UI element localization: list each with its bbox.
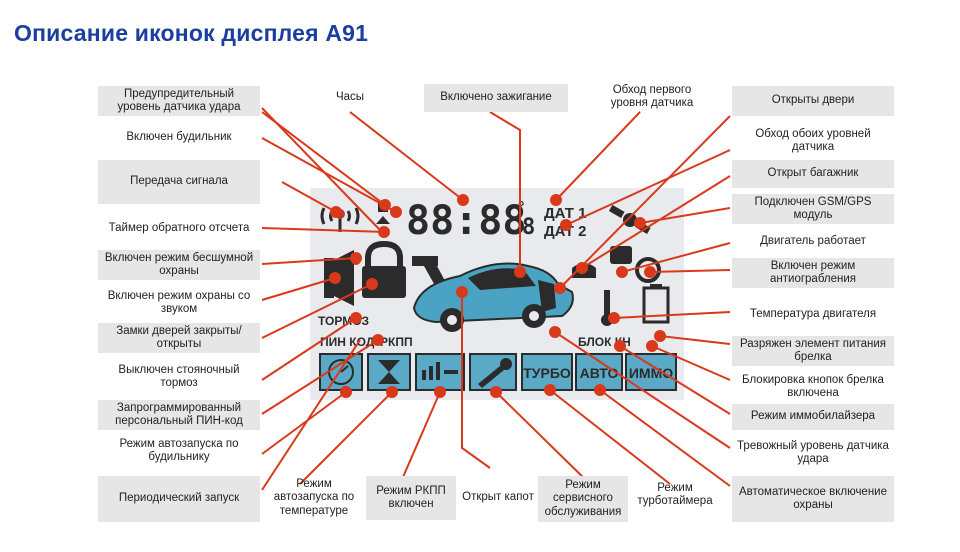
label-sound-guard: Включен режим охраны со звуком [107, 289, 251, 316]
label-signal-tx: Передача сигнала [98, 160, 260, 204]
clock-digits: 88:88 [406, 198, 526, 244]
label-engine-temp: Температура двигателя [749, 308, 877, 321]
dat1-text: ДАТ 1 [544, 205, 586, 222]
label-periodic: Периодический запуск [98, 476, 260, 522]
label-immob: Режим иммобилайзера [732, 404, 894, 430]
label-key-lock: Блокировка кнопок брелка включена [742, 373, 884, 400]
rkpp-text: РКПП [380, 335, 413, 349]
label-alarm-clock: Включен будильник [126, 131, 232, 144]
label-locks: Замки дверей закрыты/открыты [98, 323, 260, 353]
page-title: Описание иконок дисплея А91 [14, 20, 369, 46]
label-temp-start: Режим автозапуска по температуре [273, 477, 355, 517]
label-ignition: Включено зажигание [424, 84, 568, 112]
wrench-icon [469, 353, 517, 391]
label-engine-on: Двигатель работает [760, 235, 866, 248]
dat2-text: ДАТ 2 [544, 223, 586, 240]
label-alarm-start: Режим автозапуска по будильнику [119, 437, 239, 464]
label-pin-code: Запрограммированный персональный ПИН-код [98, 400, 260, 430]
label-auto-arm: Автоматическое включение охраны [732, 476, 894, 522]
lcd-graphic: 88:88 ° 8 ДАТ 1 ДАТ 2 ТОРМОЗ ПИН КОД РКП… [318, 198, 677, 391]
avto-text: АВТО [580, 365, 619, 381]
engine-icon [610, 246, 632, 264]
label-antirob: Включен режим антиограбления [732, 258, 894, 288]
turbo-text: ТУРБО [523, 365, 571, 381]
temperature-bars-icon [415, 353, 465, 391]
clock-degree: ° [518, 199, 524, 216]
label-doors-open: Открыты двери [732, 86, 894, 116]
label-service: Режим сервисного обслуживания [538, 476, 628, 522]
label-turbotimer: Режим турботаймера [637, 481, 713, 508]
immo-text: ИММО [629, 365, 673, 381]
label-clock: Часы [335, 91, 365, 104]
label-gsm: Подключен GSM/GPS модуль [732, 194, 894, 224]
label-alarm-shock: Тревожный уровень датчика удара [737, 439, 889, 466]
hourglass-icon [367, 353, 411, 391]
battery-icon [642, 284, 670, 324]
label-parking-brake: Выключен стояночный тормоз [118, 363, 240, 390]
label-bypass-both: Обход обоих уровней датчика [755, 127, 871, 154]
label-countdown: Таймер обратного отсчета [108, 222, 250, 235]
label-rkpp-on: Режим РКПП включен [366, 476, 456, 520]
label-warn-shock: Предупредительный уровень датчика удара [98, 86, 260, 116]
label-trunk: Открыт багажник [732, 160, 894, 188]
turbo-button-icon: ТУРБО [521, 353, 573, 391]
label-hood: Открыт капот [462, 491, 534, 504]
label-silent-guard: Включен режим бесшумной охраны [98, 250, 260, 280]
padlock-icon [362, 240, 406, 298]
immo-button-icon: ИММО [625, 353, 677, 391]
pin-text: ПИН КОД [320, 335, 375, 349]
label-bypass-first: Обход первого уровня датчика [610, 83, 694, 110]
label-battery: Разряжен элемент питания брелка [732, 336, 894, 366]
clock-small-digit: 8 [522, 215, 535, 240]
